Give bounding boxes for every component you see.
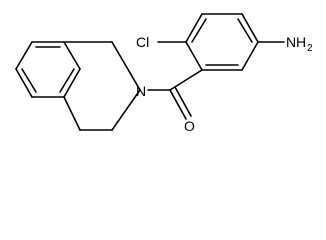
bond-ch2-n [111,41,141,91]
oxygen-label: O [184,118,195,134]
bond-benzo-e [15,68,33,98]
bond-aryl-b-inner [191,18,207,43]
bond-aryl-e [241,41,259,71]
bond-benzo-c [63,68,81,98]
bond-n-ch2b [111,89,141,131]
structure-diagram: Cl N O N H 2 [15,13,313,134]
bonds [15,13,285,131]
bond-benzo-e-inner [21,68,37,93]
bond-carbonyl-o-1 [169,89,187,120]
bond-carbonyl-ring [169,69,203,91]
amine-h-label: H [296,34,306,50]
bond-aryl-a [185,41,203,71]
bond-benzo-b [63,41,81,70]
bond-benzo-f [15,41,33,70]
bond-aryl-d [241,13,259,43]
bond-benzo-c-inner [59,68,75,93]
amine-n-label: N [286,34,296,50]
bond-aryl-d-inner [237,18,253,43]
chlorine-label: Cl [136,34,149,50]
bond-ch2c-ring [63,96,81,131]
amine-subscript-label: 2 [307,43,313,54]
ring-nitrogen-label: N [136,83,146,99]
bond-carbonyl-o-2 [174,86,192,117]
bond-aryl-b [185,13,203,43]
